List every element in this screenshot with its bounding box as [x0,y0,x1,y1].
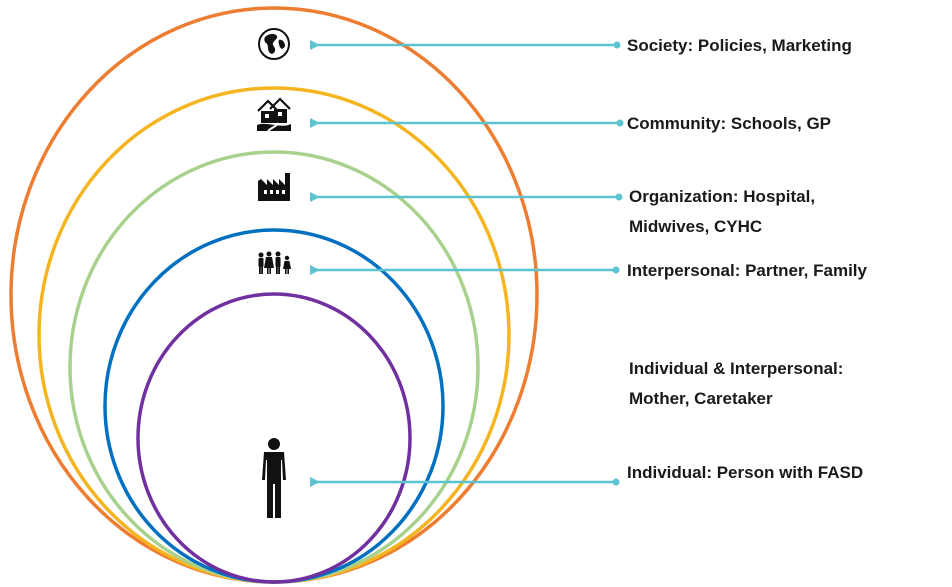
globe-icon [258,28,290,60]
label-organization-line-1: Organization: Hospital, [629,187,815,206]
label-organization-line-2: Midwives, CYHC [629,217,762,236]
factory-icon [258,173,290,201]
person-icon [262,438,286,518]
arrow-individual-dot [612,478,620,486]
houses-icon [257,97,291,132]
arrow-society-dot [613,41,621,49]
arrow-organization-dot [615,193,623,201]
individual-ring [136,292,412,584]
arrow-community-dot [616,119,624,127]
arrow-interpersonal-dot [612,266,620,274]
community-ring [37,86,511,584]
label-individual-interpersonal-line-1: Individual & Interpersonal: [629,359,843,378]
arrows [310,40,624,487]
organization-ring [68,150,480,584]
label-individual: Individual: Person with FASD [627,463,863,482]
label-society: Society: Policies, Marketing [627,36,852,55]
label-individual-interpersonal-line-2: Mother, Caretaker [629,389,773,408]
label-interpersonal: Interpersonal: Partner, Family [627,261,868,280]
interpersonal-ring [103,228,445,584]
family-icon [258,251,291,274]
label-community: Community: Schools, GP [627,114,831,133]
